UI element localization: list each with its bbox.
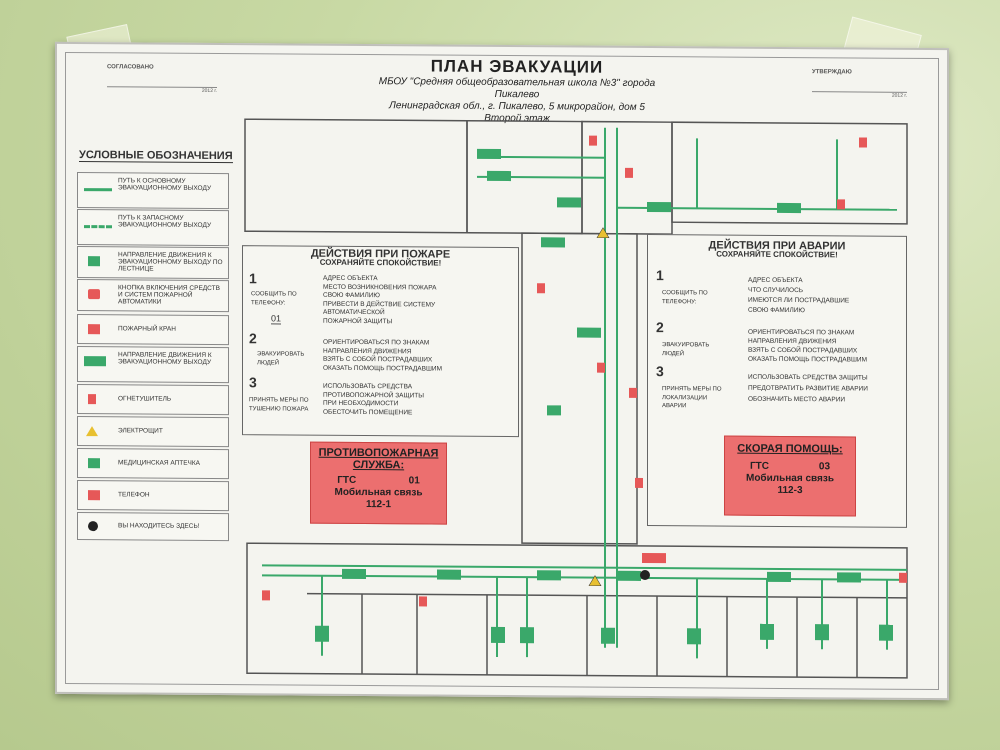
- step-number: 2: [249, 330, 257, 347]
- step-number: 3: [656, 363, 664, 380]
- floor-plan-drawing: [244, 118, 908, 679]
- alarm-button-icon: [88, 289, 100, 300]
- accident-step3-list: ИСПОЛЬЗОВАТЬ СРЕДСТВА ЗАЩИТЫ ПРЕДОТВРАТИ…: [748, 372, 898, 406]
- legend-item-label: КНОПКА ВКЛЮЧЕНИЯ СРЕДСТВ И СИСТЕМ ПОЖАРН…: [118, 284, 220, 306]
- gts-number: 03: [818, 461, 831, 473]
- ambulance-mobile-label: Мобильная связь: [745, 472, 834, 485]
- legend-item-label: НАПРАВЛЕНИЕ ДВИЖЕНИЯ К ЭВАКУАЦИОННОМУ ВЫ…: [118, 351, 212, 366]
- legend-reserve-route: ПУТЬ К ЗАПАСНОМУ ЭВАКУАЦИОННОМУ ВЫХОДУ: [77, 209, 229, 247]
- gts-label: ГТС: [337, 474, 357, 486]
- legend-item-label: НАПРАВЛЕНИЕ ДВИЖЕНИЯ К ЭВАКУАЦИОННОМУ ВЫ…: [118, 251, 223, 273]
- list-item: ОБЕСТОЧИТЬ ПОМЕЩЕНИЕ: [323, 408, 413, 416]
- list-item: СВОЮ ФАМИЛИЮ: [748, 306, 805, 315]
- legend-item-label: ВЫ НАХОДИТЕСЬ ЗДЕСЬ!: [118, 522, 200, 530]
- legend-main-route: ПУТЬ К ОСНОВНОМУ ЭВАКУАЦИОННОМУ ВЫХОДУ: [77, 172, 229, 210]
- phone-icon: [88, 490, 100, 501]
- step-number: 1: [249, 270, 257, 287]
- legend-item-label: ПУТЬ К ЗАПАСНОМУ ЭВАКУАЦИОННОМУ ВЫХОДУ: [118, 214, 212, 229]
- ambulance-mobile-number: 112-3: [777, 484, 803, 497]
- legend-fire-hydrant: ПОЖАРНЫЙ КРАН: [77, 314, 229, 346]
- ambulance-title: СКОРАЯ ПОМОЩЬ:: [737, 442, 843, 456]
- legend-item-label: ЭЛЕКТРОЩИТ: [118, 427, 163, 435]
- ambulance-gts-row: ГТС 03: [725, 461, 855, 474]
- legend-stair-direction: НАПРАВЛЕНИЕ ДВИЖЕНИЯ К ЭВАКУАЦИОННОМУ ВЫ…: [77, 246, 229, 280]
- list-item: ОКАЗАТЬ ПОМОЩЬ ПОСТРАДАВШИМ: [323, 364, 443, 373]
- legend-item-label: ПОЖАРНЫЙ КРАН: [118, 325, 176, 333]
- fire-step1-list: АДРЕС ОБЪЕКТА МЕСТО ВОЗНИКНОВЕНИЯ ПОЖАРА…: [323, 275, 513, 327]
- fire-service-mobile-label: Мобильная связь: [334, 486, 423, 499]
- fire-service-box: ПРОТИВОПОЖАРНАЯ СЛУЖБА: ГТС 01 Мобильная…: [310, 441, 447, 525]
- fire-step3-list: ИСПОЛЬЗОВАТЬ СРЕДСТВА ПРОТИВОПОЖАРНОЙ ЗА…: [323, 383, 513, 418]
- stair-direction-icon: [88, 256, 100, 267]
- accident-step2-list: ОРИЕНТИРОВАТЬСЯ ПО ЗНАКАМ НАПРАВЛЕНИЯ ДВ…: [748, 328, 898, 365]
- step-number: 3: [249, 374, 257, 391]
- legend-exit-direction: НАПРАВЛЕНИЕ ДВИЖЕНИЯ К ЭВАКУАЦИОННОМУ ВЫ…: [77, 346, 229, 384]
- accident-step1-list: АДРЕС ОБЪЕКТА ЧТО СЛУЧИЛОСЬ ИМЕЮТСЯ ЛИ П…: [748, 276, 898, 317]
- legend-first-aid: МЕДИЦИНСКАЯ АПТЕЧКА: [77, 448, 229, 480]
- fire-actions-panel: ДЕЙСТВИЯ ПРИ ПОЖАРЕ СОХРАНЯЙТЕ СПОКОЙСТВ…: [242, 245, 519, 438]
- legend-title: УСЛОВНЫЕ ОБОЗНАЧЕНИЯ: [79, 149, 233, 164]
- step-number: 1: [656, 267, 664, 284]
- accident-step1-label: СООБЩИТЬ ПО ТЕЛЕФОНУ:: [662, 290, 708, 305]
- fire-step1-number: 01: [271, 313, 282, 324]
- gts-label: ГТС: [749, 460, 769, 472]
- list-item: ПОЖАРНОЙ ЗАЩИТЫ: [323, 317, 393, 325]
- legend-item-label: ОГНЕТУШИТЕЛЬ: [118, 395, 172, 403]
- legend-you-are-here: ВЫ НАХОДИТЕСЬ ЗДЕСЬ!: [77, 512, 229, 542]
- evacuation-plan-sheet: СОГЛАСОВАНО 2012 г. УТВЕРЖДАЮ 2012 г. ПЛ…: [55, 41, 949, 701]
- accident-panel-subtitle: СОХРАНЯЙТЕ СПОКОЙСТВИЕ!: [716, 248, 838, 259]
- fire-step2-label: ЭВАКУИРОВАТЬ ЛЮДЕЙ: [257, 351, 305, 366]
- legend-electrical-panel: ЭЛЕКТРОЩИТ: [77, 416, 229, 448]
- ambulance-box: СКОРАЯ ПОМОЩЬ: ГТС 03 Мобильная связь 11…: [724, 435, 856, 517]
- fire-service-title1: ПРОТИВОПОЖАРНАЯ: [318, 446, 439, 460]
- accident-actions-panel: ДЕЙСТВИЯ ПРИ АВАРИИ СОХРАНЯЙТЕ СПОКОЙСТВ…: [647, 234, 907, 528]
- reserve-route-symbol: [84, 225, 112, 229]
- extinguisher-icon: [88, 394, 96, 405]
- legend-alarm-button: КНОПКА ВКЛЮЧЕНИЯ СРЕДСТВ И СИСТЕМ ПОЖАРН…: [77, 279, 229, 313]
- fire-step3-label: ПРИНЯТЬ МЕРЫ ПО ТУШЕНИЮ ПОЖАРА: [249, 397, 309, 413]
- fire-step1-label: СООБЩИТЬ ПО ТЕЛЕФОНУ:: [251, 291, 297, 306]
- accident-step3-label: ПРИНЯТЬ МЕРЫ ПО ЛОКАЛИЗАЦИИ АВАРИИ: [662, 386, 722, 410]
- fire-service-mobile-number: 112-1: [365, 499, 392, 511]
- warning-triangle-icon: [86, 426, 98, 437]
- list-item: ОКАЗАТЬ ПОМОЩЬ ПОСТРАДАВШИМ: [748, 355, 868, 364]
- main-route-symbol: [84, 188, 112, 192]
- fire-hydrant-icon: [88, 324, 100, 335]
- fire-service-gts-row: ГТС 01: [311, 475, 446, 488]
- legend-extinguisher: ОГНЕТУШИТЕЛЬ: [77, 384, 229, 416]
- legend-item-label: МЕДИЦИНСКАЯ АПТЕЧКА: [118, 459, 201, 467]
- exit-direction-icon: [84, 356, 106, 367]
- list-item: ОБОЗНАЧИТЬ МЕСТО АВАРИИ: [748, 395, 846, 404]
- fire-service-title2: СЛУЖБА:: [352, 458, 405, 472]
- legend-phone: ТЕЛЕФОН: [77, 480, 229, 512]
- you-are-here-icon: [88, 521, 98, 532]
- gts-number: 01: [408, 475, 420, 487]
- fire-panel-subtitle: СОХРАНЯЙТЕ СПОКОЙСТВИЕ!: [319, 257, 442, 268]
- accident-step2-label: ЭВАКУИРОВАТЬ ЛЮДЕЙ: [662, 342, 710, 357]
- first-aid-icon: [88, 458, 100, 469]
- fire-step2-list: ОРИЕНТИРОВАТЬСЯ ПО ЗНАКАМ НАПРАВЛЕНИЯ ДВ…: [323, 339, 513, 374]
- legend-item-label: ПУТЬ К ОСНОВНОМУ ЭВАКУАЦИОННОМУ ВЫХОДУ: [118, 177, 212, 192]
- legend-item-label: ТЕЛЕФОН: [118, 491, 150, 499]
- step-number: 2: [656, 319, 664, 336]
